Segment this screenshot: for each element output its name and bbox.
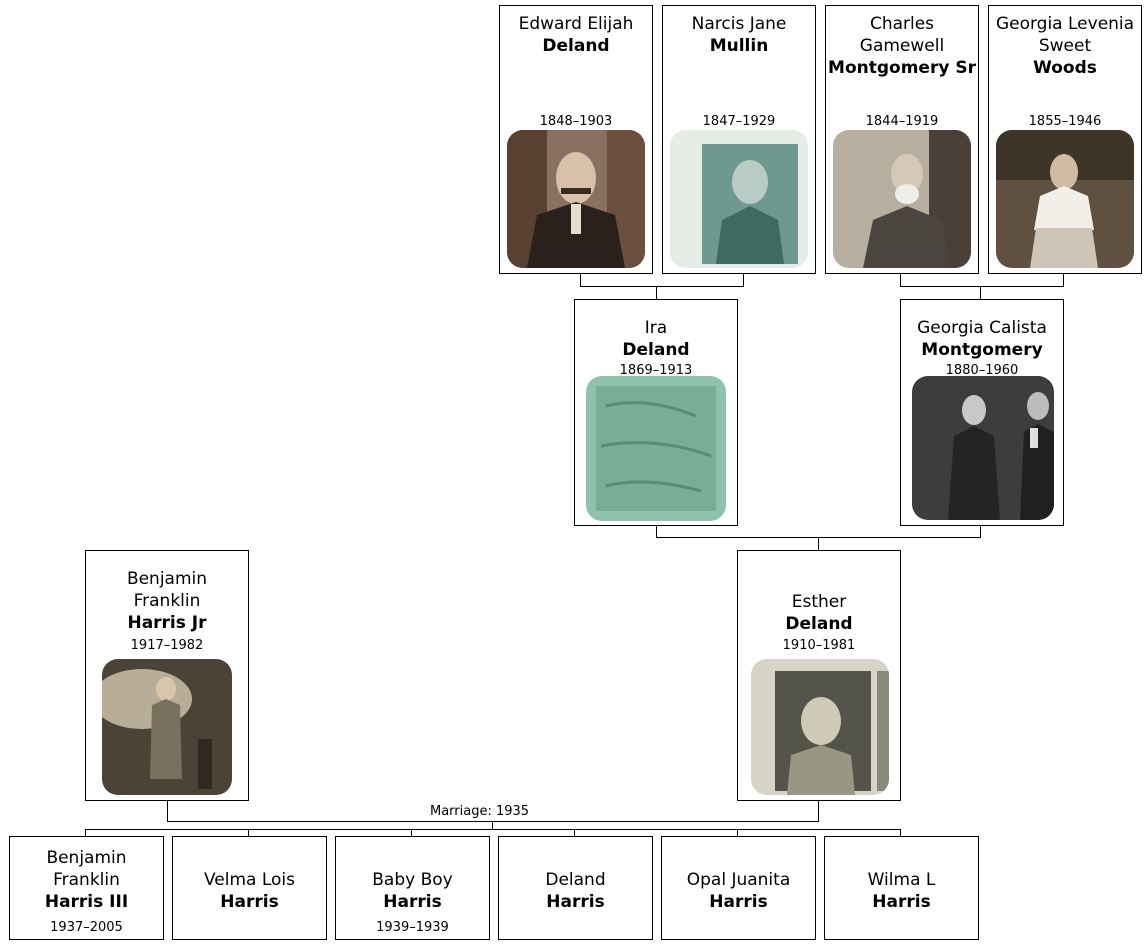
connector-line xyxy=(656,286,657,300)
connector-line xyxy=(580,273,581,286)
portrait-photo xyxy=(912,376,1054,520)
person-card-velma-lois-harris[interactable]: Velma Lois Harris xyxy=(172,836,327,940)
portrait-photo xyxy=(996,130,1134,268)
connector-line xyxy=(85,829,86,836)
portrait-photo xyxy=(102,659,232,795)
life-years: 1844–1919 xyxy=(865,114,939,129)
surname: Harris xyxy=(546,892,605,912)
connector-line xyxy=(580,286,744,287)
given-name: Georgia Levenia Sweet xyxy=(995,14,1135,56)
surname: Deland xyxy=(622,340,690,360)
connector-line xyxy=(411,829,412,836)
surname: Harris xyxy=(709,892,768,912)
surname: Harris Jr xyxy=(127,613,207,633)
gravestone-photo xyxy=(586,376,726,521)
life-years: 1855–1946 xyxy=(1028,114,1102,129)
given-name: Benjamin Franklin xyxy=(46,848,127,890)
given-name: Deland xyxy=(545,870,606,890)
connector-line xyxy=(980,286,981,300)
life-years: 1880–1960 xyxy=(945,363,1019,378)
given-name: Ira xyxy=(644,318,668,338)
person-card-georgia-calista-montgomery[interactable]: Georgia Calista Montgomery 1880–1960 xyxy=(900,299,1064,526)
given-name: Georgia Calista xyxy=(917,318,1047,338)
surname: Harris xyxy=(872,892,931,912)
person-card-baby-boy-harris[interactable]: Baby Boy Harris 1939–1939 xyxy=(335,836,490,940)
connector-line xyxy=(574,829,575,836)
given-name: Benjamin Franklin xyxy=(126,569,208,611)
surname: Mullin xyxy=(709,36,769,56)
person-card-opal-juanita-harris[interactable]: Opal Juanita Harris xyxy=(661,836,816,940)
given-name: Velma Lois xyxy=(203,870,296,890)
person-card-charles-gamewell-montgomery-sr[interactable]: Charles Gamewell Montgomery Sr 1844–1919 xyxy=(825,5,979,274)
connector-line xyxy=(656,526,657,537)
surname: Harris III xyxy=(44,892,129,912)
person-card-georgia-levenia-sweet-woods[interactable]: Georgia Levenia Sweet Woods 1855–1946 xyxy=(988,5,1142,274)
portrait-photo xyxy=(507,130,645,268)
life-years: 1848–1903 xyxy=(539,114,613,129)
connector-line xyxy=(818,801,819,821)
portrait-photo xyxy=(670,130,808,268)
connector-line xyxy=(980,526,981,537)
connector-line xyxy=(167,801,168,821)
connector-line xyxy=(167,821,819,822)
given-name: Edward Elijah xyxy=(518,14,634,34)
person-card-benjamin-franklin-harris-jr[interactable]: Benjamin Franklin Harris Jr 1917–1982 xyxy=(85,550,249,801)
life-years: 1847–1929 xyxy=(702,114,776,129)
person-card-deland-harris[interactable]: Deland Harris xyxy=(498,836,653,940)
life-years: 1869–1913 xyxy=(619,363,693,378)
life-years: 1939–1939 xyxy=(376,920,449,935)
surname: Deland xyxy=(542,36,610,56)
connector-line xyxy=(818,537,819,551)
given-name: Baby Boy xyxy=(372,870,453,890)
given-name: Charles Gamewell xyxy=(859,14,945,56)
life-years: 1917–1982 xyxy=(130,638,204,653)
person-card-ira-deland[interactable]: Ira Deland 1869–1913 xyxy=(574,299,738,526)
person-card-narcis-jane-mullin[interactable]: Narcis Jane Mullin 1847–1929 xyxy=(662,5,816,274)
person-card-edward-elijah-deland[interactable]: Edward Elijah Deland 1848–1903 xyxy=(499,5,653,274)
connector-line xyxy=(900,286,1064,287)
life-years: 1937–2005 xyxy=(50,920,123,935)
person-card-esther-deland[interactable]: Esther Deland 1910–1981 xyxy=(737,550,901,801)
connector-line xyxy=(492,821,493,829)
person-card-wilma-l-harris[interactable]: Wilma L Harris xyxy=(824,836,979,940)
connector-line xyxy=(737,829,738,836)
connector-line xyxy=(743,273,744,286)
connector-line xyxy=(85,829,901,830)
connector-line xyxy=(900,829,901,836)
surname: Harris xyxy=(220,892,279,912)
given-name: Wilma L xyxy=(867,870,936,890)
surname: Woods xyxy=(1033,58,1097,78)
surname: Deland xyxy=(785,614,853,634)
connector-line xyxy=(900,273,901,286)
given-name: Narcis Jane xyxy=(691,14,787,34)
person-card-benjamin-franklin-harris-iii[interactable]: Benjamin Franklin Harris III 1937–2005 xyxy=(9,836,164,940)
portrait-photo xyxy=(751,659,889,795)
marriage-label: Marriage: 1935 xyxy=(428,804,532,820)
surname: Harris xyxy=(383,892,442,912)
given-name: Esther xyxy=(791,592,847,612)
connector-line xyxy=(248,829,249,836)
connector-line xyxy=(1063,273,1064,286)
life-years: 1910–1981 xyxy=(782,638,856,653)
surname: Montgomery Sr xyxy=(828,58,976,78)
surname: Montgomery xyxy=(921,340,1043,360)
portrait-photo xyxy=(833,130,971,268)
given-name: Opal Juanita xyxy=(686,870,791,890)
